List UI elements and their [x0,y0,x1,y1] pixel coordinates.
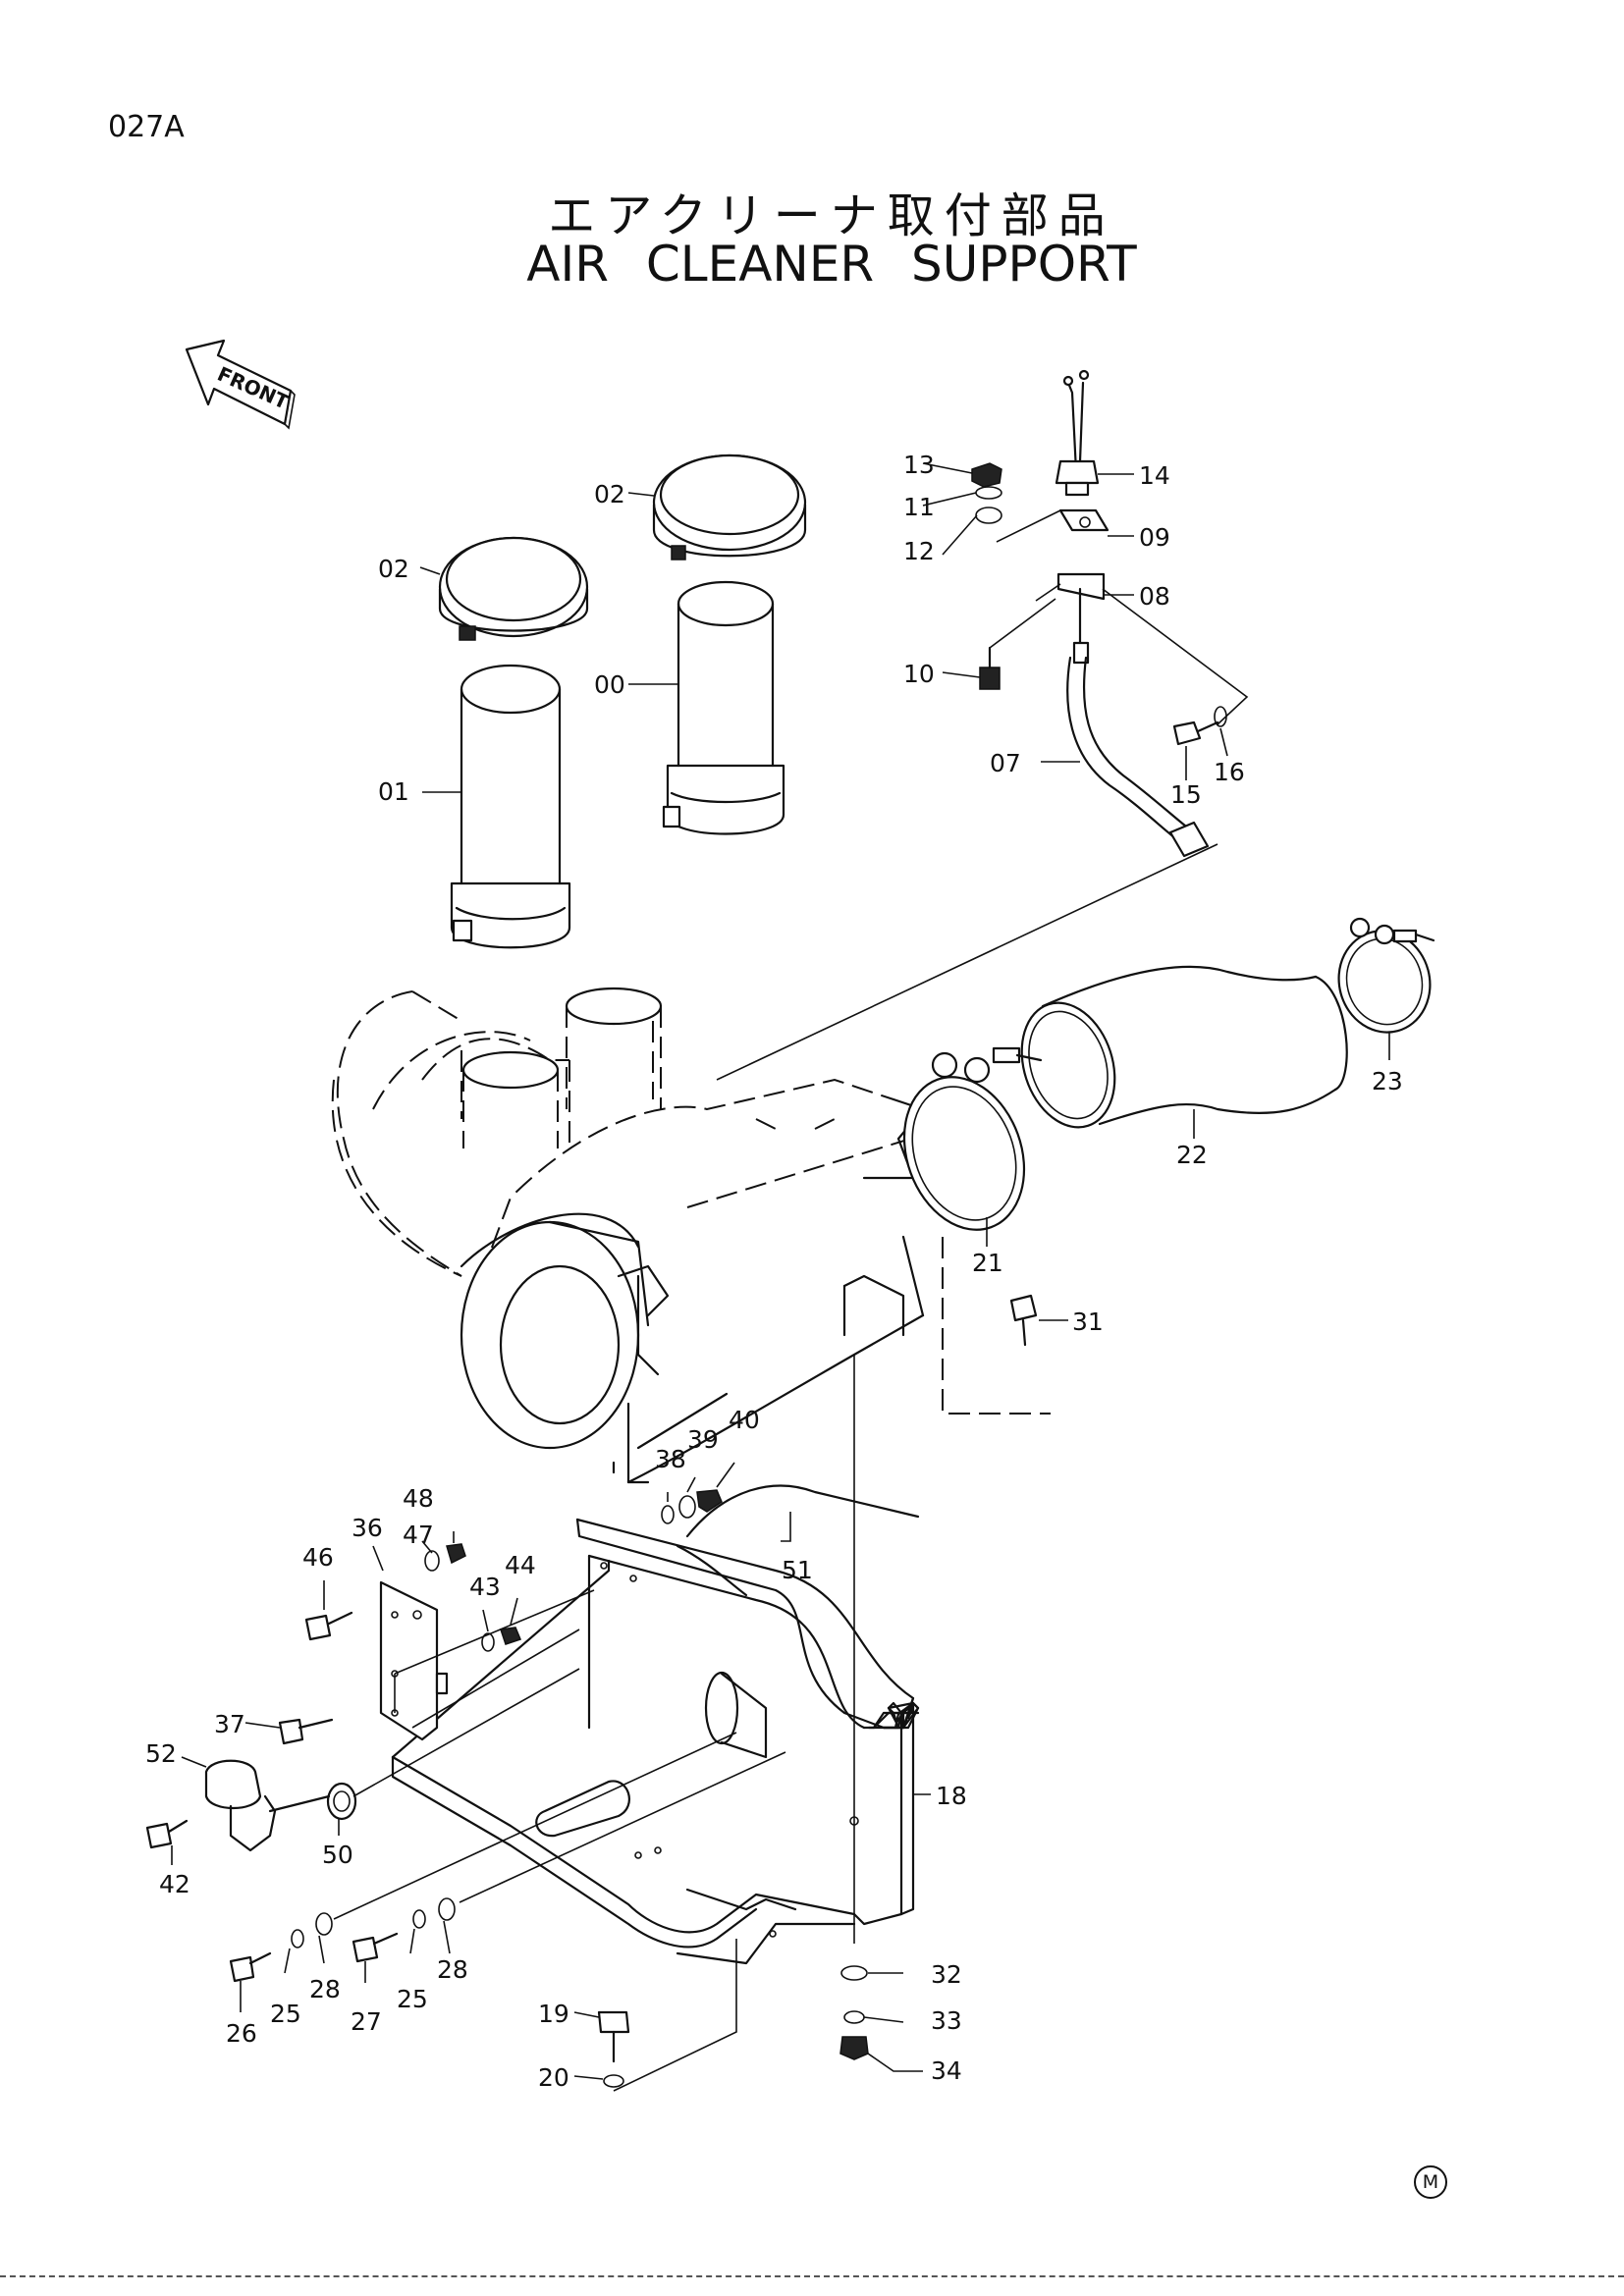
cover-cap-02-right [652,454,807,561]
callout-23: 23 [1372,1067,1403,1095]
filter-element-01 [450,664,571,949]
callout-27: 27 [351,2007,382,2036]
callout-11: 11 [903,493,935,521]
callout-01: 01 [378,777,409,806]
footer-rule [0,2275,1624,2277]
callout-14: 14 [1139,461,1170,490]
hose-clamp-23 [1337,917,1435,1034]
callout-38: 38 [655,1445,686,1473]
sensor-plate-36 [204,1484,920,1852]
callout-28-left: 28 [309,1975,341,2003]
callout-22: 22 [1176,1141,1208,1169]
callout-10: 10 [903,660,935,688]
callout-02-left: 02 [378,555,409,583]
callout-39: 39 [687,1425,719,1454]
callout-50: 50 [322,1841,353,1869]
callout-15: 15 [1170,780,1202,809]
callout-48: 48 [403,1484,434,1513]
callout-32: 32 [931,1960,962,1989]
callout-46: 46 [302,1543,334,1572]
callout-labels: 02 01 02 00 13 11 12 14 09 08 10 07 15 1… [145,451,1403,2092]
callout-07: 07 [990,749,1021,777]
callout-37: 37 [214,1710,245,1738]
callout-33: 33 [931,2006,962,2035]
callout-36: 36 [352,1514,383,1542]
page-code: 027A [108,110,185,144]
callout-20: 20 [538,2063,569,2092]
callout-25-right: 25 [397,1985,428,2013]
callout-31: 31 [1072,1308,1104,1336]
page-title-english: AIR CLEANER SUPPORT [526,236,1137,293]
callout-09: 09 [1139,523,1170,552]
front-arrow-icon: FRONT [185,339,296,430]
cover-cap-02-left [438,536,589,641]
callout-00: 00 [594,670,625,699]
callout-34: 34 [931,2056,962,2085]
callout-19: 19 [538,2000,569,2028]
callout-44: 44 [505,1551,536,1579]
page-title-japanese: エアクリーナ取付部品 [548,188,1115,243]
callout-51: 51 [782,1556,813,1584]
callout-leaders [171,462,1390,2080]
callout-40: 40 [729,1406,760,1434]
callout-08: 08 [1139,582,1170,611]
callout-43: 43 [469,1573,501,1601]
front-label: FRONT [214,362,293,414]
hose-22 [1020,965,1348,1129]
filter-element-00 [662,580,785,835]
callout-12: 12 [903,537,935,565]
air-cleaner-body [331,987,1051,1484]
m-badge: M [1414,2165,1447,2199]
restriction-indicator-assembly [716,369,1249,1081]
hose-clamp-21 [902,1046,1043,1231]
callout-28-right: 28 [437,1955,468,1984]
callout-26: 26 [226,2019,257,2048]
callout-42: 42 [159,1870,190,1898]
callout-52: 52 [145,1739,177,1768]
callout-47: 47 [403,1521,434,1549]
callout-18: 18 [936,1782,967,1810]
callout-25-left: 25 [270,2000,301,2028]
callout-02-right: 02 [594,480,625,508]
callout-21: 21 [972,1249,1003,1277]
fastener-set [145,1294,1038,2092]
mounting-bracket-18 [391,1518,920,1965]
callout-16: 16 [1214,758,1245,786]
callout-13: 13 [903,451,935,479]
